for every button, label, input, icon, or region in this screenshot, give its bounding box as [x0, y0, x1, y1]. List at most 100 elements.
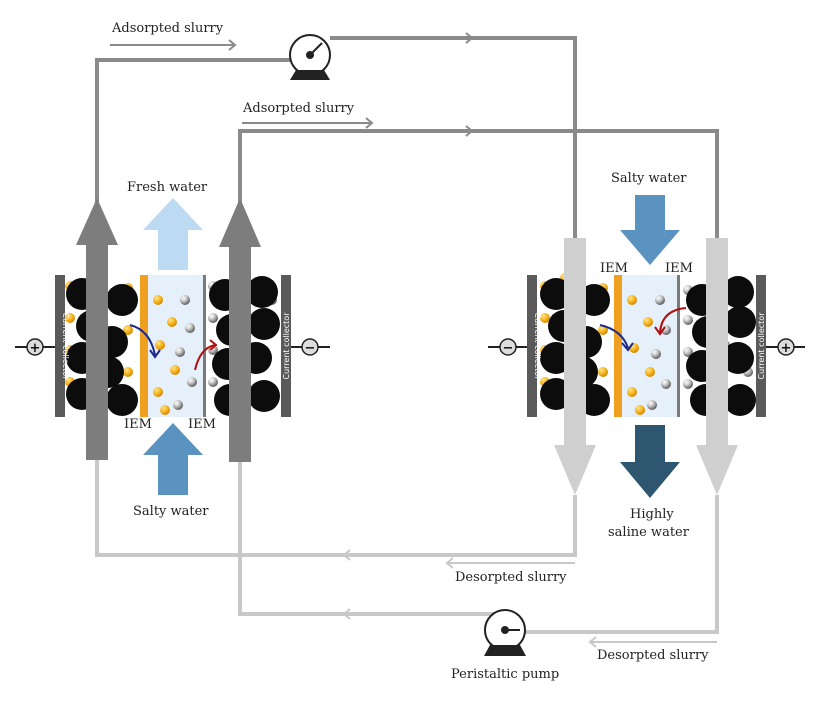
carbon-particle — [722, 276, 754, 308]
label-desorbed-slurry-bottom: Desorpted slurry — [597, 648, 709, 663]
label-iem-right-1: IEM — [600, 261, 628, 276]
salty-water-arrow-left — [143, 423, 203, 495]
right-ion-arrow-blue — [599, 324, 629, 349]
ion-grey — [208, 377, 218, 387]
carbon-particle — [248, 308, 280, 340]
left-ion-arrow-red — [194, 344, 216, 371]
right-membrane-2 — [677, 275, 680, 417]
desorbed-slurry-pipes — [95, 460, 719, 634]
left-slurry-arrow-2 — [219, 198, 261, 462]
ion-yellow — [153, 387, 163, 397]
left-membrane-2 — [203, 275, 206, 417]
right-minus-sign: − — [503, 341, 514, 356]
salty-water-arrow-right — [620, 195, 680, 265]
left-membrane-1 — [140, 275, 148, 417]
highly-saline-water-arrow — [620, 425, 680, 498]
label-fresh-water: Fresh water — [127, 180, 208, 195]
carbon-particle — [722, 342, 754, 374]
flow-arrow-mid-pipe — [465, 125, 474, 137]
label-peristaltic-pump: Peristaltic pump — [451, 667, 560, 682]
ion-grey — [683, 315, 693, 325]
label-highly-saline-2: saline water — [608, 525, 689, 540]
ion-yellow — [160, 405, 170, 415]
ion-yellow — [635, 405, 645, 415]
right-collector-right — [756, 275, 766, 417]
pump-top — [289, 34, 331, 80]
ion-grey — [683, 347, 693, 357]
left-slurry-arrow-1 — [76, 198, 118, 460]
right-slurry-arrow-2 — [696, 238, 738, 495]
flow-arrow-desorbed-mid — [445, 557, 575, 569]
ion-yellow — [598, 367, 608, 377]
ion-yellow — [153, 295, 163, 305]
ion-grey — [187, 377, 197, 387]
left-slurry-arrows — [76, 198, 261, 462]
pipe-mid-top — [238, 129, 719, 240]
ion-yellow — [155, 340, 165, 350]
ion-yellow — [627, 387, 637, 397]
right-plus-sign: + — [781, 341, 792, 356]
left-cell — [55, 275, 291, 417]
left-plus-sign: + — [30, 341, 41, 356]
collector-labels: Current collector Current collector Curr… — [61, 312, 766, 380]
collector-label-1: Current collector — [61, 313, 70, 381]
ion-grey — [175, 347, 185, 357]
flow-arrow-pump-top — [465, 32, 474, 44]
left-collector-right — [281, 275, 291, 417]
label-desorbed-slurry-mid: Desorpted slurry — [455, 570, 567, 585]
ion-grey — [208, 313, 218, 323]
ion-yellow — [123, 367, 133, 377]
right-ion-arrow-red — [659, 307, 687, 333]
carbon-particle — [248, 380, 280, 412]
flow-arrow-adsorbed-top — [110, 39, 237, 51]
flow-arrow-bottom-a — [342, 549, 351, 561]
ion-yellow — [170, 365, 180, 375]
peristaltic-pump — [484, 609, 526, 656]
collector-label-2: Current collector — [282, 312, 291, 380]
ion-yellow — [540, 313, 550, 323]
carbon-particle — [724, 306, 756, 338]
right-membrane-1 — [614, 275, 622, 417]
ion-grey — [655, 295, 665, 305]
right-slurry-arrows — [554, 238, 738, 495]
collector-label-3: Current collector — [533, 313, 542, 381]
terminal-signs: + − − + — [30, 341, 792, 356]
label-iem-left-1: IEM — [124, 417, 152, 432]
right-cell — [527, 273, 766, 417]
pipe-bottom-b — [238, 460, 505, 616]
left-ion-arrow-blue-head — [149, 349, 161, 359]
ion-yellow — [645, 367, 655, 377]
pipe-left-top — [95, 58, 290, 205]
left-ion-arrow-red-head — [209, 339, 218, 351]
ion-yellow — [65, 313, 75, 323]
right-collector-left — [527, 275, 537, 417]
label-salty-water-right: Salty water — [611, 171, 687, 186]
right-slurry-arrow-1 — [554, 238, 596, 495]
label-iem-left-2: IEM — [188, 417, 216, 432]
left-minus-terminal — [301, 338, 319, 356]
pipe-bottom-c — [525, 495, 719, 634]
label-adsorbed-slurry-top: Adsorpted slurry — [112, 21, 224, 36]
carbon-particle — [106, 384, 138, 416]
label-adsorbed-slurry-mid: Adsorpted slurry — [243, 101, 355, 116]
flow-arrow-desorbed-bottom — [588, 636, 717, 648]
pipe-bottom-a — [95, 460, 577, 557]
flow-arrow-bottom-b — [342, 608, 351, 620]
ion-grey — [185, 323, 195, 333]
right-plus-terminal — [777, 338, 795, 356]
ion-grey — [180, 295, 190, 305]
right-ion-arrow-blue-head — [621, 342, 634, 352]
right-ion-arrow-red-head — [654, 326, 666, 336]
adsorbed-slurry-pipes — [95, 36, 719, 240]
ion-grey — [661, 379, 671, 389]
ion-grey — [173, 400, 183, 410]
carbon-particle — [724, 384, 756, 416]
label-iem-right-2: IEM — [665, 261, 693, 276]
left-minus-sign: − — [305, 341, 316, 356]
ion-yellow — [167, 317, 177, 327]
right-minus-terminal — [499, 338, 517, 356]
ion-grey — [651, 349, 661, 359]
left-ion-arrow-blue — [129, 324, 156, 356]
